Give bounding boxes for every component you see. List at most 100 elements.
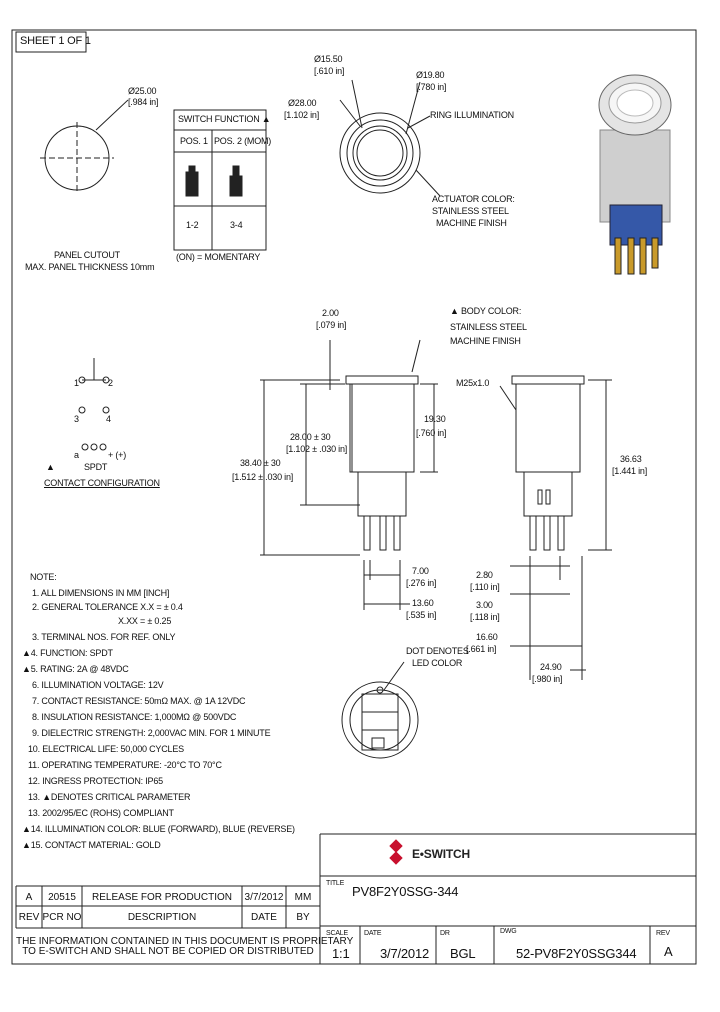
side-w2-in: [.535 in] — [406, 610, 437, 620]
rev-row-pcr: 20515 — [48, 892, 76, 903]
rev-row-date: 3/7/2012 — [244, 892, 284, 903]
switch-footnote: (ON) = MOMENTARY — [176, 252, 261, 262]
note-2b: X.XX = ± 0.25 — [118, 616, 172, 626]
note-13b: 13. 2002/95/EC (ROHS) COMPLIANT — [28, 808, 174, 818]
note-15: ▲15. CONTACT MATERIAL: GOLD — [22, 840, 161, 850]
note-9: 9. DIELECTRIC STRENGTH: 2,000VAC MIN. FO… — [32, 728, 271, 738]
actuator-color-label: ACTUATOR COLOR: — [432, 194, 515, 204]
panel-cutout-dia-in: [.984 in] — [128, 97, 159, 107]
switch-function-title: SWITCH FUNCTION ▲ — [178, 114, 271, 124]
title-label: TITLE — [326, 880, 345, 887]
contact-configuration — [78, 358, 110, 451]
switch-pos1: POS. 1 — [180, 136, 208, 146]
top-dim1: Ø15.50 — [314, 54, 343, 64]
desc-header: DESCRIPTION — [127, 912, 197, 923]
switch-photo — [598, 74, 672, 275]
date-label: DATE — [364, 930, 382, 937]
body-finish: MACHINE FINISH — [450, 336, 521, 346]
side-w1: 7.00 — [412, 566, 429, 576]
disclaimer-line2: TO E-SWITCH AND SHALL NOT BE COPIED OR D… — [22, 946, 314, 957]
thread-label: M25x1.0 — [456, 378, 490, 388]
part-title: PV8F2Y0SSG-344 — [352, 884, 459, 899]
sheet-border — [11, 29, 697, 965]
top-dim3-in: [1.102 in] — [284, 110, 320, 120]
actuator-material: STAINLESS STEEL — [432, 206, 509, 216]
side-w2: 13.60 — [412, 598, 434, 608]
actuator-finish: MACHINE FINISH — [436, 218, 507, 228]
contact-critical-mark: ▲ — [46, 462, 55, 472]
note-5: ▲5. RATING: 2A @ 48VDC — [22, 664, 129, 674]
note-12: 12. INGRESS PROTECTION: IP65 — [28, 776, 163, 786]
switch-row2: 3-4 — [230, 220, 243, 230]
top-dim2-in: [.780 in] — [416, 82, 447, 92]
contact-pin-4: 4 — [106, 414, 111, 424]
note-2: 2. GENERAL TOLERANCE X.X = ± 0.4 — [32, 602, 183, 612]
note-4: ▲4. FUNCTION: SPDT — [22, 648, 113, 658]
dwg-label: DWG — [500, 928, 517, 935]
side-h1-in: [1.102 ± .030 in] — [286, 444, 348, 454]
title-block-lines — [15, 833, 696, 964]
contact-pin-plus: + (+) — [108, 450, 127, 460]
right-d: 24.90 — [540, 662, 562, 672]
date-header: DATE — [251, 912, 277, 923]
note-3: 3. TERMINAL NOS. FOR REF. ONLY — [32, 632, 176, 642]
dot-denotes-label: DOT DENOTES — [406, 646, 469, 656]
note-1: 1. ALL DIMENSIONS IN MM [INCH] — [32, 588, 170, 598]
top-dim3: Ø28.00 — [288, 98, 317, 108]
side-h2: 38.40 ± 30 — [240, 458, 281, 468]
contact-config-label: CONTACT CONFIGURATION — [44, 478, 160, 488]
note-11: 11. OPERATING TEMPERATURE: -20°C TO 70°C — [28, 760, 222, 770]
contact-pin-2: 2 — [108, 378, 113, 388]
led-color-label: LED COLOR — [412, 658, 463, 668]
scale-label: SCALE — [326, 930, 348, 937]
bottom-view — [341, 661, 419, 759]
rev-row-by: MM — [294, 892, 312, 903]
right-b: 3.00 — [476, 600, 493, 610]
by-header: BY — [296, 912, 310, 923]
note-6: 6. ILLUMINATION VOLTAGE: 12V — [32, 680, 164, 690]
drawn-by-value: BGL — [450, 946, 476, 961]
rev-row-desc: RELEASE FOR PRODUCTION — [91, 892, 233, 903]
side-view — [260, 339, 438, 610]
company-logo-text: E•SWITCH — [412, 847, 470, 861]
right-c: 16.60 — [476, 632, 498, 642]
right-h-in: [1.441 in] — [612, 466, 648, 476]
switch-pos2: POS. 2 (MOM) — [214, 136, 272, 146]
side-h2-in: [1.512 ± .030 in] — [232, 472, 294, 482]
side-h3: 19.30 — [424, 414, 446, 424]
sheet-label-box — [15, 31, 87, 53]
note-8: 8. INSULATION RESISTANCE: 1,000MΩ @ 500V… — [32, 712, 237, 722]
right-a-in: [.110 in] — [470, 582, 500, 592]
rev-label: REV — [656, 930, 670, 937]
disclaimer-line1: THE INFORMATION CONTAINED IN THIS DOCUME… — [16, 936, 354, 947]
side-top-dim-in: [.079 in] — [316, 320, 347, 330]
right-d-in: [.980 in] — [532, 674, 563, 684]
dwg-value: 52-PV8F2Y0SSG344 — [516, 946, 637, 961]
side-top-dim: 2.00 — [322, 308, 339, 318]
rev-row-rev: A — [25, 892, 33, 903]
body-material: STAINLESS STEEL — [450, 322, 527, 332]
right-view — [499, 375, 612, 680]
note-7: 7. CONTACT RESISTANCE: 50mΩ MAX. @ 1A 12… — [32, 696, 246, 706]
side-h1: 28.00 ± 30 — [290, 432, 331, 442]
note-13: 13. ▲DENOTES CRITICAL PARAMETER — [28, 792, 191, 802]
body-color-label: ▲ BODY COLOR: — [450, 306, 522, 316]
right-a: 2.80 — [476, 570, 493, 580]
date-value: 3/7/2012 — [380, 946, 430, 961]
panel-cutout-dia: Ø25.00 — [128, 86, 157, 96]
contact-spdt: SPDT — [84, 462, 108, 472]
contact-pin-3: 3 — [74, 414, 79, 424]
right-h: 36.63 — [620, 454, 642, 464]
top-view — [339, 79, 441, 197]
sheet-label: SHEET 1 OF 1 — [20, 35, 91, 47]
side-w1-in: [.276 in] — [406, 578, 437, 588]
note-14: ▲14. ILLUMINATION COLOR: BLUE (FORWARD),… — [22, 824, 295, 834]
rev-value: A — [664, 944, 673, 959]
scale-value: 1:1 — [332, 946, 350, 961]
notes-title: NOTE: — [30, 572, 57, 582]
switch-function-table — [173, 109, 267, 251]
switch-row1: 1-2 — [186, 220, 199, 230]
top-dim1-in: [.610 in] — [314, 66, 345, 76]
side-h3-in: [.760 in] — [416, 428, 447, 438]
